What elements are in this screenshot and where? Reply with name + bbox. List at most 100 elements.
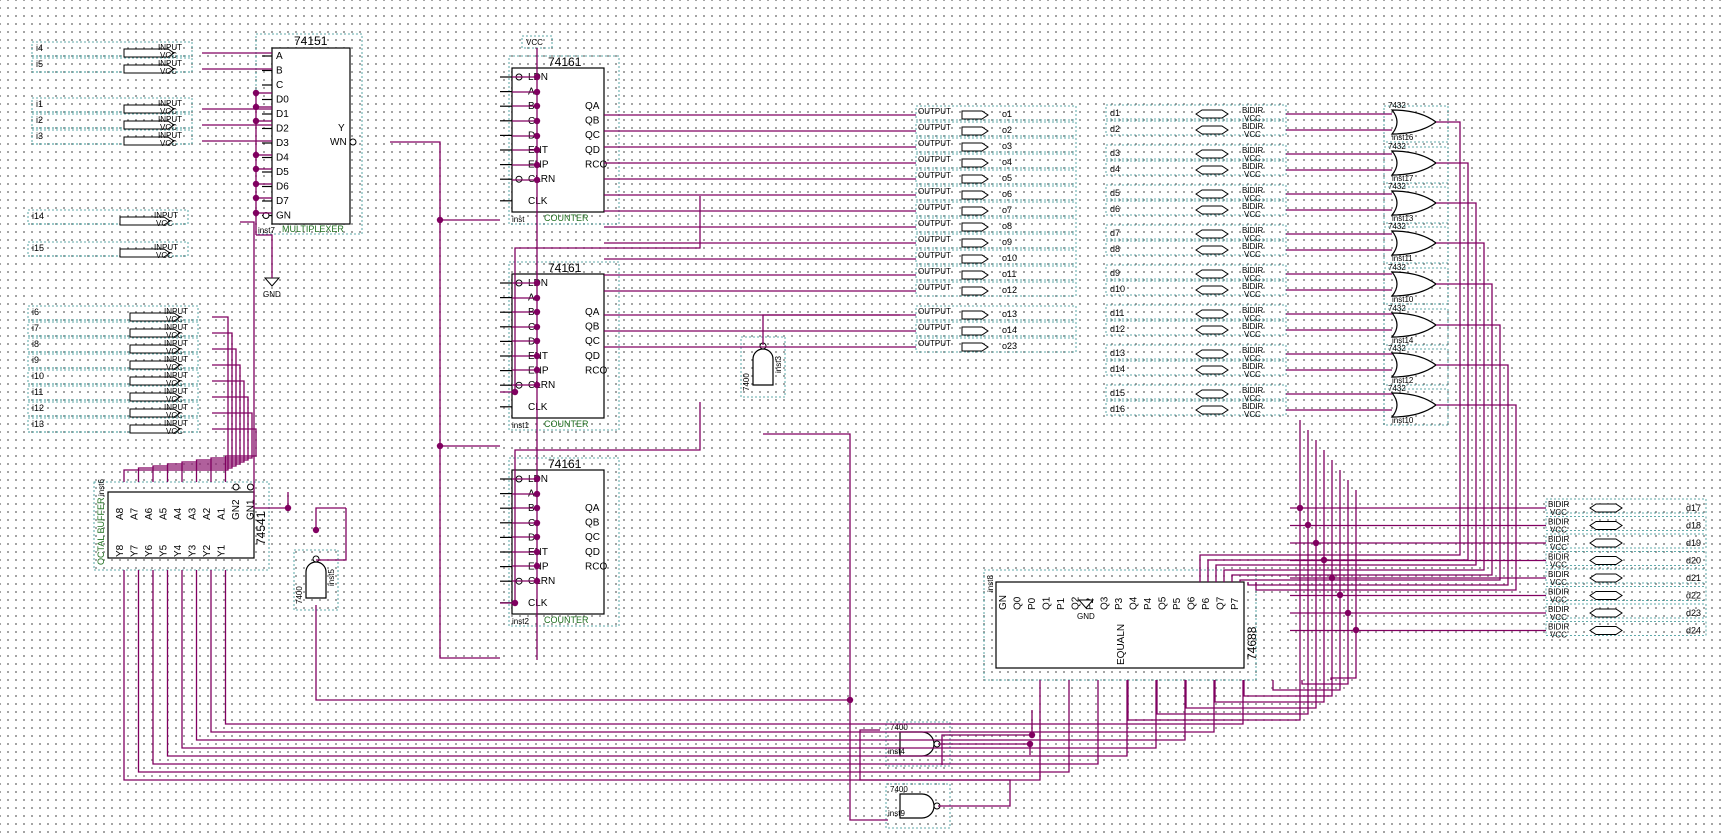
or-body	[1390, 190, 1438, 216]
buffer-pin-a4: A4	[173, 507, 184, 520]
pin-frame	[915, 337, 1077, 353]
pin-default-label: VCC	[166, 411, 183, 420]
mux-pin-b: B	[276, 66, 283, 77]
junction-dot	[1296, 504, 1304, 512]
bidir-pin-shape	[1195, 285, 1229, 295]
bidir-pin-shape	[1195, 309, 1229, 319]
pin-frame	[915, 201, 1077, 217]
pin-label: d2	[1110, 124, 1120, 134]
bidir-pin-shape	[1195, 165, 1229, 175]
pin-label: d21	[1686, 573, 1701, 583]
pin-label: d24	[1686, 626, 1701, 636]
pin-kind-label: INPUT	[164, 339, 188, 348]
pin-kind-label: INPUT	[164, 419, 188, 428]
gnd-comparator: GND	[1077, 599, 1095, 621]
mux-pin-gn: GN	[276, 211, 291, 222]
buffer-pin-y5: Y5	[159, 544, 170, 557]
pin-default-label: VCC	[156, 251, 173, 260]
pin-default-label: VCC	[166, 427, 183, 436]
pin-label: d9	[1110, 268, 1120, 278]
output-pin-shape	[961, 158, 989, 168]
pin-frame	[915, 169, 1077, 185]
pin-frame	[1105, 264, 1287, 280]
pin-kind-label: BIDIR	[1242, 106, 1264, 115]
pin-kind-label: BIDIR	[1242, 266, 1264, 275]
pin-frame	[915, 137, 1077, 153]
pin-default-label: VCC	[1550, 508, 1567, 517]
pin-kind-label: OUTPUT	[918, 203, 951, 212]
pin-kind-label: INPUT	[154, 211, 178, 220]
counter-pin-clk: CLK	[528, 598, 548, 609]
or-body	[1390, 352, 1438, 378]
counter-inst: inst1	[512, 421, 529, 430]
gnd-symbol	[1077, 599, 1095, 609]
pin-label: d23	[1686, 608, 1701, 618]
pin-kind-label: OUTPUT	[918, 235, 951, 244]
bidir-pin-shape	[1589, 521, 1623, 530]
pin-default-label: VCC	[1550, 631, 1567, 640]
pin-label: d15	[1110, 388, 1125, 398]
pin-label: o4	[1002, 157, 1012, 167]
mux-body	[271, 47, 351, 225]
pin-frame	[1105, 384, 1287, 400]
input-pin-shape	[123, 104, 175, 114]
pin-frame	[915, 121, 1077, 137]
or-body	[1390, 109, 1438, 135]
pin-default-label: VCC	[160, 123, 177, 132]
pin-kind-label: OUTPUT	[918, 107, 951, 116]
part-frame	[1383, 388, 1449, 426]
comparator-pin-p3: P3	[1114, 597, 1125, 610]
comparator-pin-q1: Q1	[1042, 596, 1053, 610]
pin-frame	[1545, 498, 1707, 514]
counter-pin-qc: QC	[585, 130, 600, 141]
buffer-pin-y8: Y8	[115, 544, 126, 557]
pin-kind-label: INPUT	[158, 43, 182, 52]
part-frame	[508, 457, 620, 627]
pin-label: o8	[1002, 221, 1012, 231]
counter-pin-clrn: CLRN	[528, 174, 555, 185]
pin-frame	[915, 185, 1077, 201]
pin-kind-label: OUTPUT	[918, 323, 951, 332]
pin-kind-label: BIDIR	[1242, 226, 1264, 235]
nand-inst: inst5	[327, 569, 336, 586]
or-inst: inst10	[1392, 416, 1414, 425]
or-type: 7432	[1388, 142, 1406, 151]
bidir-pin-shape	[1195, 405, 1229, 415]
junction-dot	[252, 89, 260, 97]
or-inst: inst12	[1392, 376, 1414, 385]
pin-default-label: VCC	[1244, 194, 1261, 203]
input-pin-shape	[129, 344, 181, 354]
pin-label: i5	[36, 59, 43, 69]
pin-kind-label: INPUT	[164, 371, 188, 380]
comparator-pin-gn: GN	[998, 595, 1009, 610]
input-pin-shape	[129, 328, 181, 338]
comparator-pin-p1: P1	[1056, 597, 1067, 610]
pin-default-label: VCC	[1244, 114, 1261, 123]
input-pin-shape	[119, 216, 171, 226]
counter-pin-qc: QC	[585, 532, 600, 543]
input-pin-shape	[129, 360, 181, 370]
pin-frame	[1545, 551, 1707, 566]
comparator-label: EQUALN	[1116, 624, 1127, 665]
bidir-pin-shape	[1195, 229, 1229, 239]
pin-frame	[1545, 586, 1707, 601]
junction-dot	[252, 194, 260, 202]
pin-frame	[1545, 533, 1707, 549]
pin-label: d13	[1110, 348, 1125, 358]
pin-default-label: VCC	[1244, 290, 1261, 299]
mux-pin-d3: D3	[276, 138, 289, 149]
pin-label: d6	[1110, 204, 1120, 214]
gnd-label: GND	[1077, 612, 1095, 621]
pin-label: o6	[1002, 189, 1012, 199]
pin-label: d16	[1110, 404, 1125, 414]
part-frame	[508, 55, 620, 225]
